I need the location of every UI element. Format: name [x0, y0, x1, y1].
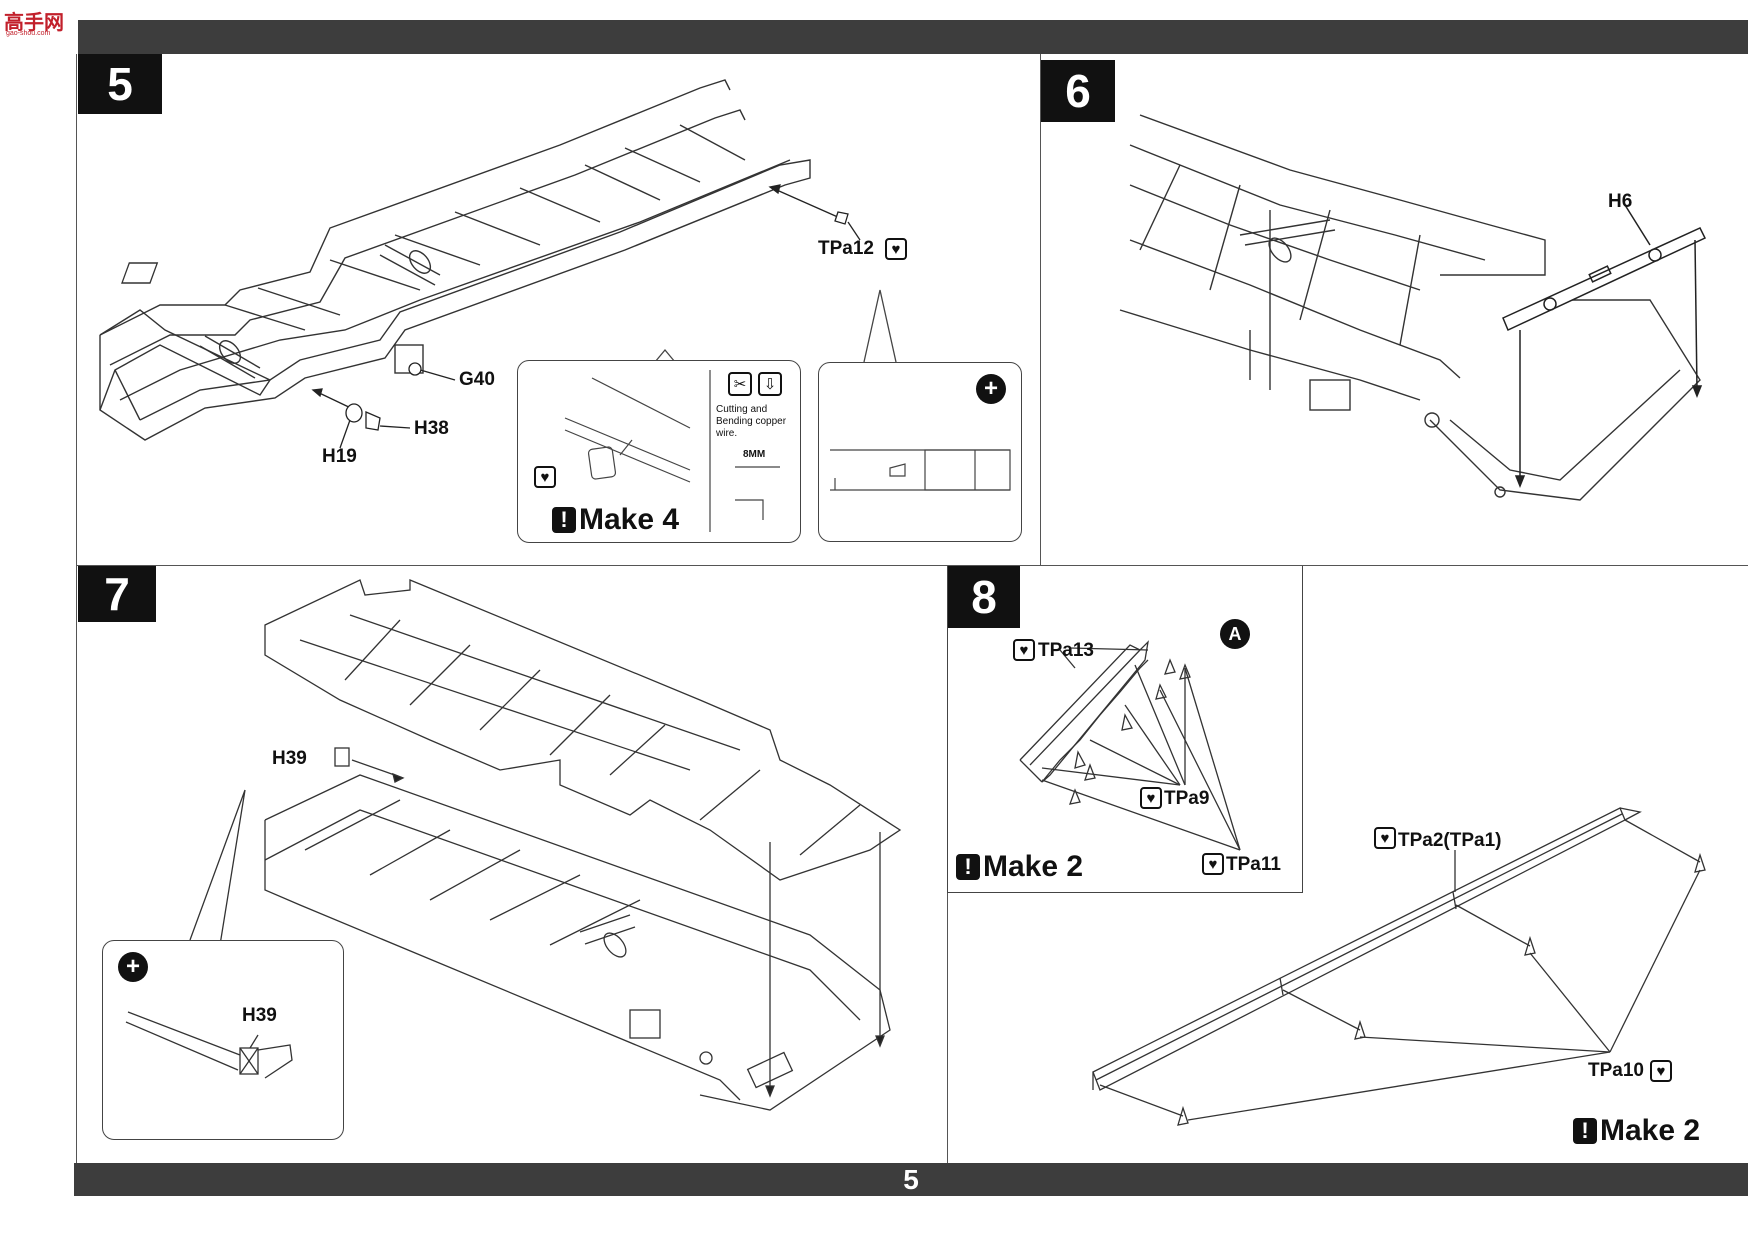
- zoom-in-icon: +: [118, 952, 148, 982]
- label-h39-zoom: H39: [242, 1005, 277, 1026]
- heart-icon: ♥: [1140, 787, 1162, 809]
- divider-left: [76, 54, 77, 1163]
- make-2-b-text: Make 2: [1600, 1114, 1701, 1147]
- label-tpa10: TPa10: [1588, 1060, 1644, 1081]
- heart-icon: ♥: [1650, 1060, 1672, 1082]
- step8-frame: [947, 566, 1303, 893]
- make-2-note-a: ! Make 2: [956, 850, 1083, 884]
- page-number: 5: [903, 1163, 919, 1195]
- label-h19: H19: [322, 446, 357, 467]
- label-tpa2-tpa1: TPa2(TPa1): [1398, 830, 1502, 851]
- step-number-7: 7: [78, 566, 156, 622]
- heart-icon: ♥: [1374, 827, 1396, 849]
- label-h38: H38: [414, 418, 449, 439]
- step-number-8: 8: [948, 566, 1020, 628]
- attention-icon: !: [956, 854, 980, 880]
- label-h39: H39: [272, 748, 307, 769]
- make-2-note-b: ! Make 2: [1573, 1114, 1700, 1148]
- label-h6: H6: [1608, 191, 1633, 212]
- attention-icon: !: [1573, 1118, 1597, 1144]
- heart-icon: ♥: [534, 466, 556, 488]
- bend-tool-icon: ⇩: [758, 372, 782, 396]
- instruction-line-2: Bending copper: [716, 416, 787, 427]
- instruction-line-1: Cutting and: [716, 404, 768, 415]
- label-tpa9: TPa9: [1164, 788, 1210, 809]
- heart-icon: ♥: [1202, 853, 1224, 875]
- site-logo-url: gao-shou.com: [6, 30, 51, 37]
- instruction-line-3: wire.: [716, 428, 738, 439]
- wire-length-label: 8MM: [743, 449, 766, 460]
- label-g40: G40: [459, 369, 495, 390]
- divider-horizontal: [76, 565, 1748, 566]
- label-tpa13: TPa13: [1038, 640, 1094, 661]
- label-tpa12: TPa12: [818, 238, 874, 259]
- make-4-text: Make 4: [579, 503, 680, 536]
- attention-icon: !: [552, 507, 576, 533]
- marker-a: A: [1220, 619, 1250, 649]
- make-4-note: ! Make 4: [552, 503, 679, 537]
- make-2-a-text: Make 2: [983, 850, 1084, 883]
- cut-tool-icon: ✂: [728, 372, 752, 396]
- zoom-in-icon: +: [976, 374, 1006, 404]
- site-logo: 高手网: [4, 12, 64, 34]
- step-number-5: 5: [78, 54, 162, 114]
- label-tpa11: TPa11: [1226, 854, 1281, 875]
- heart-icon: ♥: [1013, 639, 1035, 661]
- step-number-6: 6: [1041, 60, 1115, 122]
- heart-icon: ♥: [885, 238, 907, 260]
- divider-mid-vertical-top: [1040, 54, 1041, 566]
- bottom-bar: 5: [74, 1163, 1748, 1196]
- top-bar: [78, 20, 1748, 54]
